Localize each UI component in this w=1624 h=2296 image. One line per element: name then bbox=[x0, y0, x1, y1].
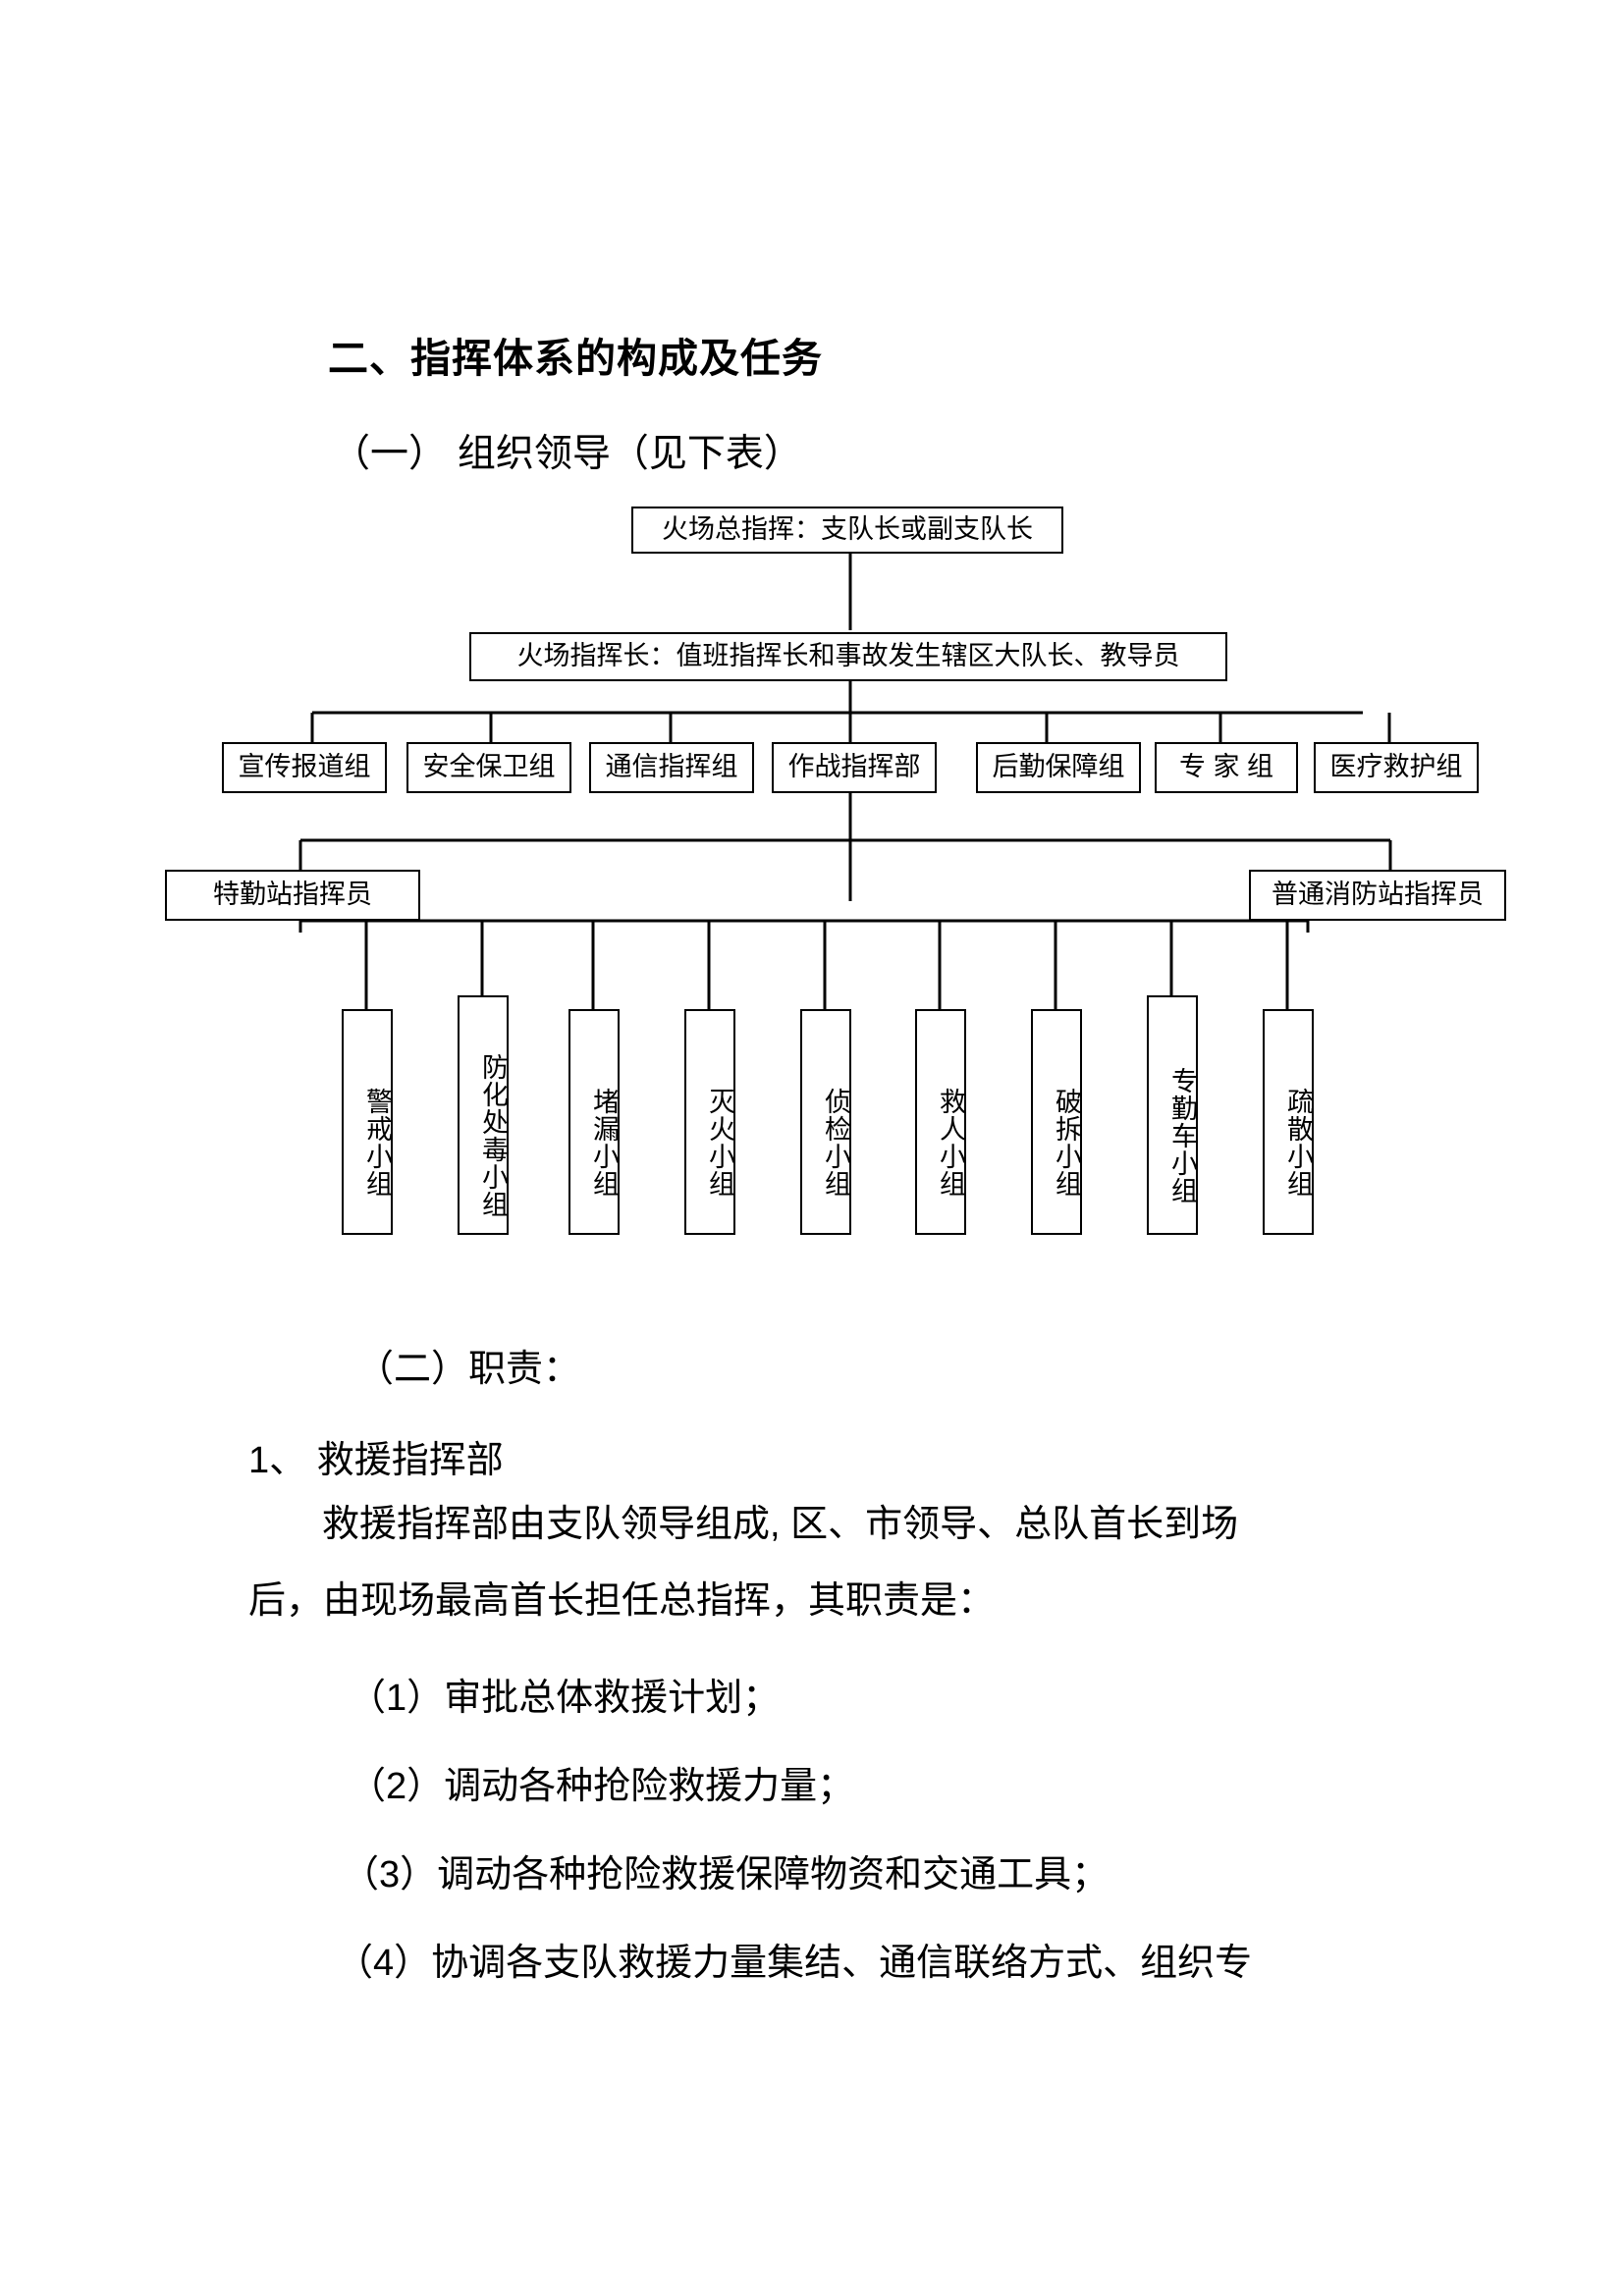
subsection-heading: （一） 组织领导（见下表） bbox=[332, 433, 802, 475]
duties-list-item-1: （1）审批总体救援计划； bbox=[349, 1678, 781, 1719]
org-node-label: 灭火小组 bbox=[705, 1088, 734, 1198]
org-node-label: 救人小组 bbox=[936, 1088, 965, 1198]
org-node-label: 普通消防站指挥员 bbox=[1272, 880, 1484, 910]
org-node-label: 专 家 组 bbox=[1178, 752, 1273, 782]
org-node-regular-station-commander: 普通消防站指挥员 bbox=[1249, 870, 1506, 921]
org-node-medical-group: 医疗救护组 bbox=[1314, 742, 1479, 793]
org-node-firefighting-group: 灭火小组 bbox=[684, 1009, 735, 1235]
page-title: 二、指挥体系的构成及任务 bbox=[328, 336, 823, 381]
org-node-communication-group: 通信指挥组 bbox=[589, 742, 754, 793]
duties-item-1-heading: 1、 救援指挥部 bbox=[248, 1440, 504, 1481]
org-node-operations-headquarters: 作战指挥部 bbox=[772, 742, 937, 793]
org-node-logistics-group: 后勤保障组 bbox=[976, 742, 1141, 793]
org-node-label: 疏散小组 bbox=[1283, 1088, 1313, 1198]
org-node-label: 火场指挥长：值班指挥长和事故发生辖区大队长、教导员 bbox=[516, 641, 1180, 671]
org-node-demolition-group: 破拆小组 bbox=[1031, 1009, 1082, 1235]
org-node-special-vehicle-group: 专勤车小组 bbox=[1147, 995, 1198, 1235]
org-node-label: 专勤车小组 bbox=[1167, 1067, 1197, 1204]
org-node-expert-group: 专 家 组 bbox=[1155, 742, 1298, 793]
org-node-publicity-group: 宣传报道组 bbox=[222, 742, 387, 793]
duties-heading: （二）职责： bbox=[356, 1349, 581, 1390]
org-node-label: 防化处毒小组 bbox=[478, 1053, 508, 1218]
org-node-label: 破拆小组 bbox=[1052, 1088, 1081, 1198]
org-node-label: 后勤保障组 bbox=[992, 752, 1125, 782]
duties-body-line-2: 后，由现场最高首长担任总指挥，其职责是： bbox=[248, 1580, 996, 1622]
org-node-reconnaissance-group: 侦检小组 bbox=[800, 1009, 851, 1235]
org-chart: 火场总指挥：支队长或副支队长 火场指挥长：值班指挥长和事故发生辖区大队长、教导员… bbox=[0, 489, 1624, 1294]
org-node-label: 侦检小组 bbox=[821, 1088, 850, 1198]
org-node-evacuation-group: 疏散小组 bbox=[1263, 1009, 1314, 1235]
duties-list-item-2: （2）调动各种抢险救援力量； bbox=[349, 1766, 855, 1807]
org-node-cordon-group: 警戒小组 bbox=[342, 1009, 393, 1235]
org-node-decontamination-group: 防化处毒小组 bbox=[458, 995, 509, 1235]
org-node-label: 安全保卫组 bbox=[422, 752, 556, 782]
org-node-label: 警戒小组 bbox=[362, 1088, 392, 1198]
duties-list-item-3: （3）调动各种抢险救援保障物资和交通工具； bbox=[342, 1854, 1110, 1896]
org-node-label: 火场总指挥：支队长或副支队长 bbox=[662, 514, 1033, 545]
org-node-special-station-commander: 特勤站指挥员 bbox=[165, 870, 420, 921]
org-node-leak-sealing-group: 堵漏小组 bbox=[568, 1009, 620, 1235]
org-chart-connectors bbox=[298, 554, 1392, 1009]
duties-body-line-1: 救援指挥部由支队领导组成, 区、市领导、总队首长到场 bbox=[322, 1504, 1239, 1545]
org-node-label: 通信指挥组 bbox=[605, 752, 738, 782]
org-node-label: 宣传报道组 bbox=[238, 752, 371, 782]
duties-list-item-4: （4）协调各支队救援力量集结、通信联络方式、组织专 bbox=[336, 1943, 1253, 1984]
org-node-chief-commander: 火场总指挥：支队长或副支队长 bbox=[631, 507, 1063, 554]
org-node-label: 堵漏小组 bbox=[589, 1088, 619, 1198]
org-node-label: 作战指挥部 bbox=[787, 752, 921, 782]
org-node-label: 特勤站指挥员 bbox=[213, 880, 372, 910]
org-node-security-group: 安全保卫组 bbox=[406, 742, 571, 793]
org-node-rescue-group: 救人小组 bbox=[915, 1009, 966, 1235]
org-node-label: 医疗救护组 bbox=[1329, 752, 1463, 782]
org-node-fire-commander: 火场指挥长：值班指挥长和事故发生辖区大队长、教导员 bbox=[469, 632, 1227, 681]
